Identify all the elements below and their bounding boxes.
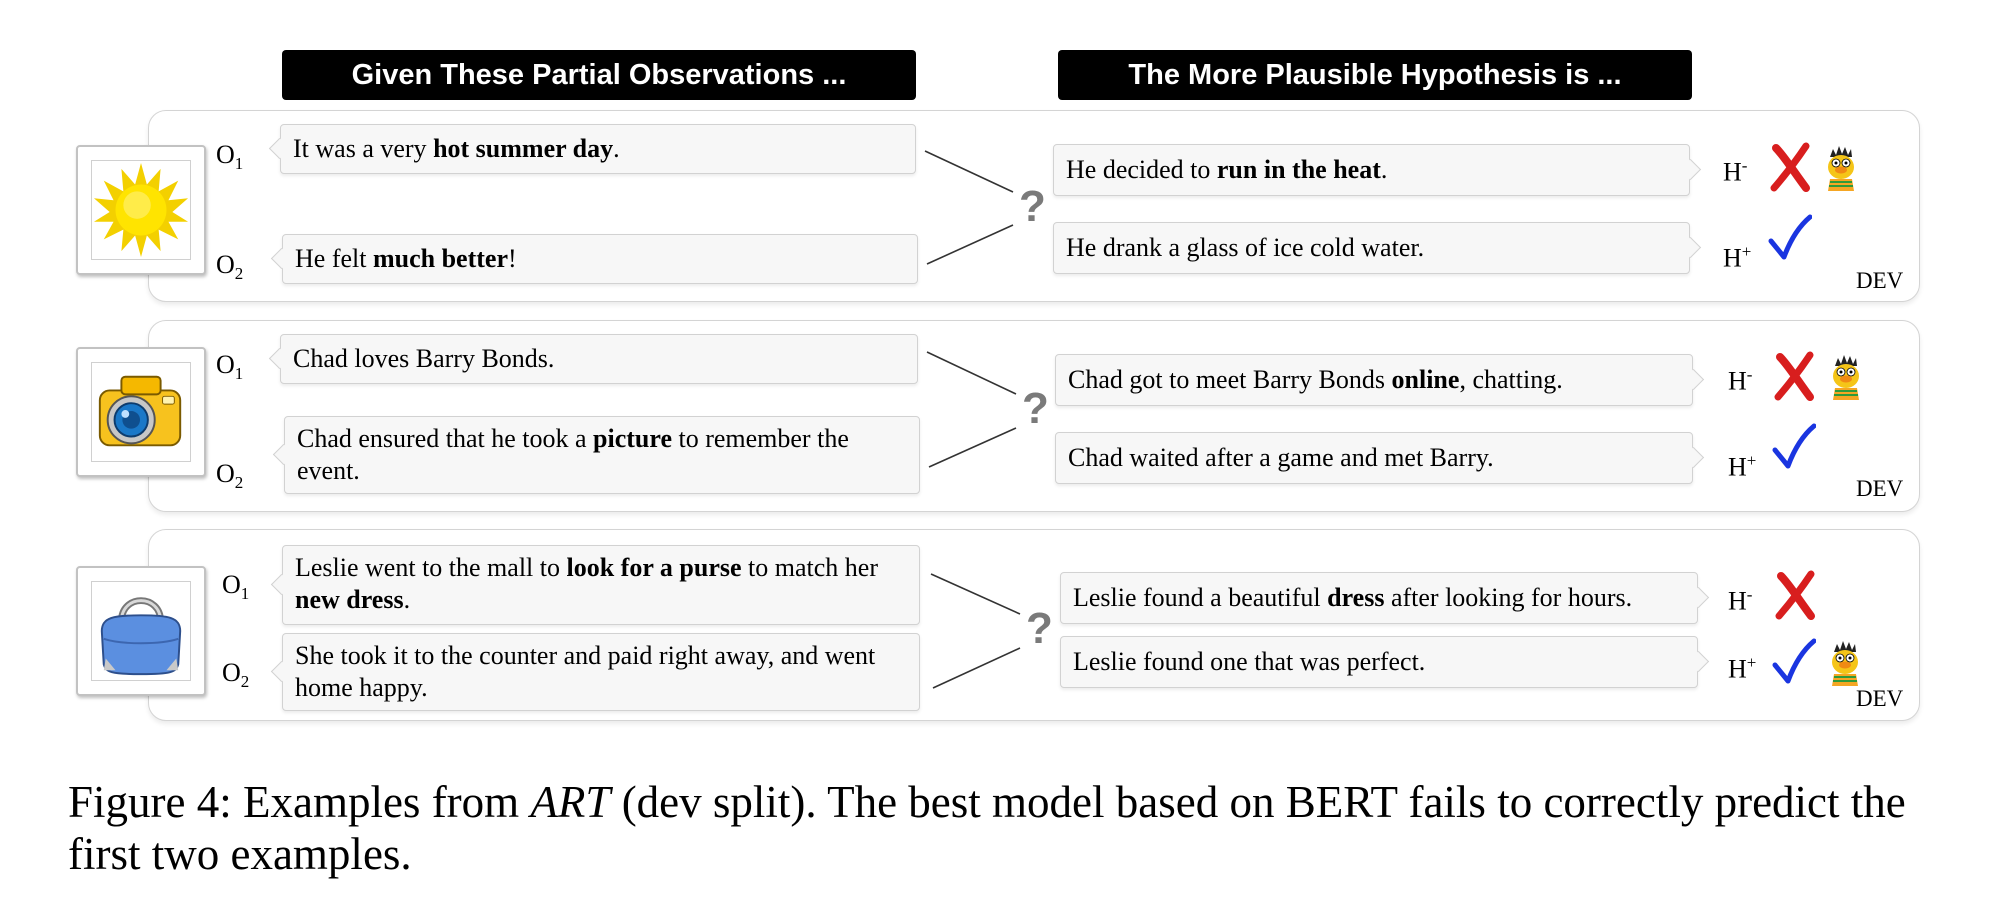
hypothesis-text: He decided to run in the heat.: [1066, 155, 1388, 184]
caption-dataset: ART: [530, 777, 611, 827]
hypothesis-minus: Chad got to meet Barry Bonds online, cha…: [1055, 354, 1705, 406]
o1-label: O1: [216, 350, 244, 384]
hypothesis-plus: Leslie found one that was perfect.: [1060, 636, 1710, 688]
hypothesis-text: Chad got to meet Barry Bonds online, cha…: [1068, 365, 1563, 394]
observation-text: Chad loves Barry Bonds.: [293, 344, 555, 373]
observation-1: It was a very hot summer day.: [268, 124, 916, 174]
dev-label: DEV: [1856, 476, 1904, 501]
example-image-2: [76, 347, 206, 477]
purse-icon: [100, 597, 182, 676]
h-plus-label: H+: [1728, 653, 1757, 684]
dev-label: DEV: [1856, 268, 1904, 293]
observation-1: Chad loves Barry Bonds.: [268, 334, 918, 384]
cross-icon: [1774, 351, 1814, 401]
example-image-3: [76, 566, 206, 696]
checkmark-icon: [1772, 638, 1816, 684]
observation-1: Leslie went to the mall to look for a pu…: [270, 545, 920, 625]
observation-2: He felt much better!: [270, 234, 918, 284]
example-image-1: [76, 145, 206, 275]
bold-text: hot summer day: [433, 134, 614, 163]
h-minus-label: H-: [1728, 585, 1753, 616]
bold-text: run in the heat: [1216, 155, 1381, 184]
bold-text: much better: [372, 244, 508, 273]
camera-icon: [98, 375, 182, 447]
hypothesis-text: Chad waited after a game and met Barry.: [1068, 443, 1494, 472]
hypothesis-plus: Chad waited after a game and met Barry.: [1055, 432, 1705, 484]
o2-label: O2: [216, 250, 244, 284]
bold-text: online: [1391, 365, 1460, 394]
bert-icon: [1833, 355, 1859, 400]
observation-2: She took it to the counter and paid righ…: [270, 633, 920, 711]
observation-text: Chad ensured that he took a picture to r…: [297, 424, 849, 485]
sun-icon: [93, 162, 189, 258]
bert-icon: [1828, 146, 1854, 191]
h-plus-label: H+: [1723, 242, 1752, 273]
hypothesis-minus: He decided to run in the heat.: [1053, 144, 1702, 196]
h-minus-label: H-: [1723, 156, 1748, 187]
question-mark: ?: [1022, 384, 1049, 433]
header-observations: Given These Partial Observations ...: [282, 50, 916, 100]
figure-caption: Figure 4: Examples from ART (dev split).…: [68, 776, 1938, 880]
o1-label: O1: [222, 570, 250, 604]
observation-text: Leslie went to the mall to look for a pu…: [295, 553, 878, 614]
bold-text: dress: [1327, 583, 1385, 612]
o1-label: O1: [216, 140, 244, 174]
question-mark: ?: [1026, 604, 1053, 653]
h-minus-label: H-: [1728, 365, 1753, 396]
cross-icon: [1770, 142, 1810, 192]
checkmark-icon: [1772, 423, 1816, 469]
observation-text: It was a very hot summer day.: [293, 134, 620, 163]
hypothesis-minus: Leslie found a beautiful dress after loo…: [1060, 572, 1710, 624]
hypothesis-text: Leslie found one that was perfect.: [1073, 647, 1426, 676]
observation-2: Chad ensured that he took a picture to r…: [272, 416, 920, 494]
cross-icon: [1775, 570, 1815, 620]
header-hypothesis: The More Plausible Hypothesis is ...: [1058, 50, 1692, 100]
bert-icon: [1832, 641, 1858, 686]
question-mark: ?: [1019, 182, 1046, 231]
o2-label: O2: [222, 658, 250, 692]
hypothesis-text: Leslie found a beautiful dress after loo…: [1073, 583, 1633, 612]
h-plus-label: H+: [1728, 451, 1757, 482]
checkmark-icon: [1768, 214, 1812, 260]
caption-prefix: Figure 4: Examples from: [68, 777, 531, 827]
dev-label: DEV: [1856, 686, 1904, 711]
observation-text: She took it to the counter and paid righ…: [295, 641, 876, 702]
bold-text: picture: [593, 424, 672, 453]
bold-text: new dress: [295, 585, 404, 614]
observation-text: He felt much better!: [295, 244, 517, 273]
caption-suffix: (dev split). The best model based on BER…: [68, 777, 1906, 879]
o2-label: O2: [216, 459, 244, 493]
hypothesis-plus: He drank a glass of ice cold water.: [1053, 222, 1702, 274]
bold-text: look for a purse: [566, 553, 742, 582]
hypothesis-text: He drank a glass of ice cold water.: [1066, 233, 1425, 262]
